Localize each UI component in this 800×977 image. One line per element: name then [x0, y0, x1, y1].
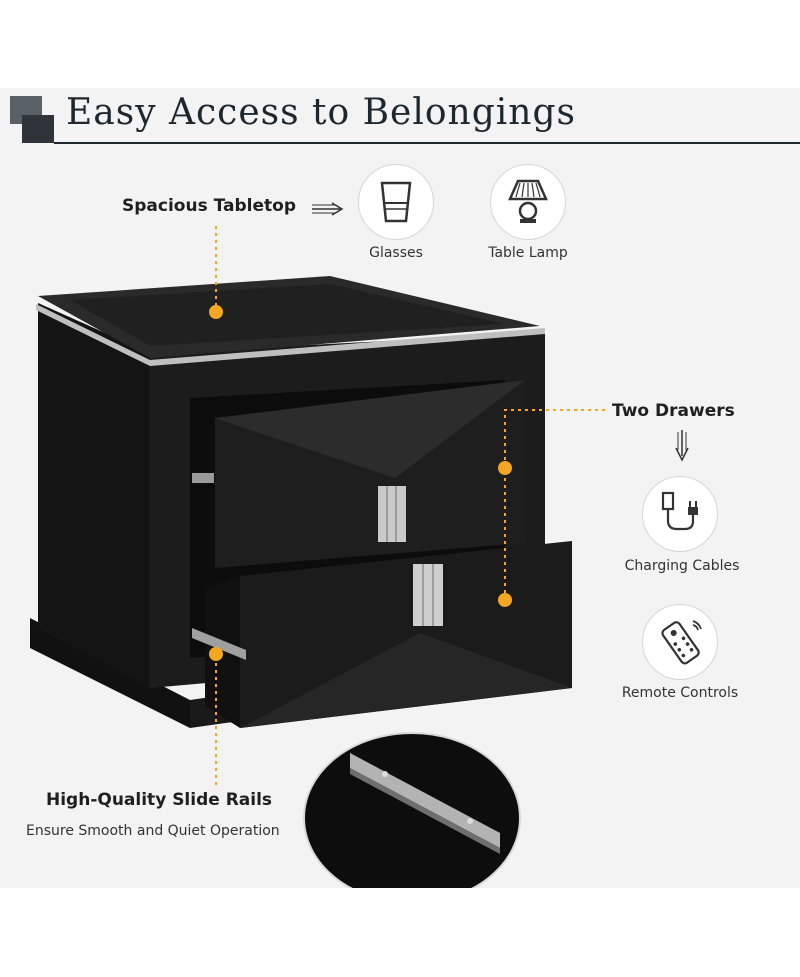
glass-icon [380, 181, 412, 223]
title-decor-square [22, 115, 54, 143]
page-title: Easy Access to Belongings [66, 92, 576, 133]
rails-label: High-Quality Slide Rails [46, 790, 273, 810]
cable-icon [661, 491, 698, 531]
lamp-icon [508, 179, 548, 223]
arrow-right-icon [312, 202, 344, 216]
glasses-label: Glasses [369, 245, 423, 261]
remote-icon [661, 620, 702, 665]
tabletop-label: Spacious Tabletop [122, 196, 296, 216]
title-underline [54, 142, 800, 144]
lamp-icon-circle [490, 164, 566, 240]
arrow-down-icon [675, 430, 689, 462]
cables-label: Charging Cables [624, 558, 740, 574]
lamp-label: Table Lamp [488, 245, 568, 261]
remote-icon-circle [642, 604, 718, 680]
rails-sublabel: Ensure Smooth and Quiet Operation [26, 823, 280, 839]
product-panel: Easy Access to Belongings [0, 88, 800, 888]
remote-label: Remote Controls [621, 685, 739, 701]
drawers-label: Two Drawers [612, 401, 735, 421]
nightstand-illustration [30, 226, 605, 888]
glasses-icon-circle [358, 164, 434, 240]
cables-icon-circle [642, 476, 718, 552]
